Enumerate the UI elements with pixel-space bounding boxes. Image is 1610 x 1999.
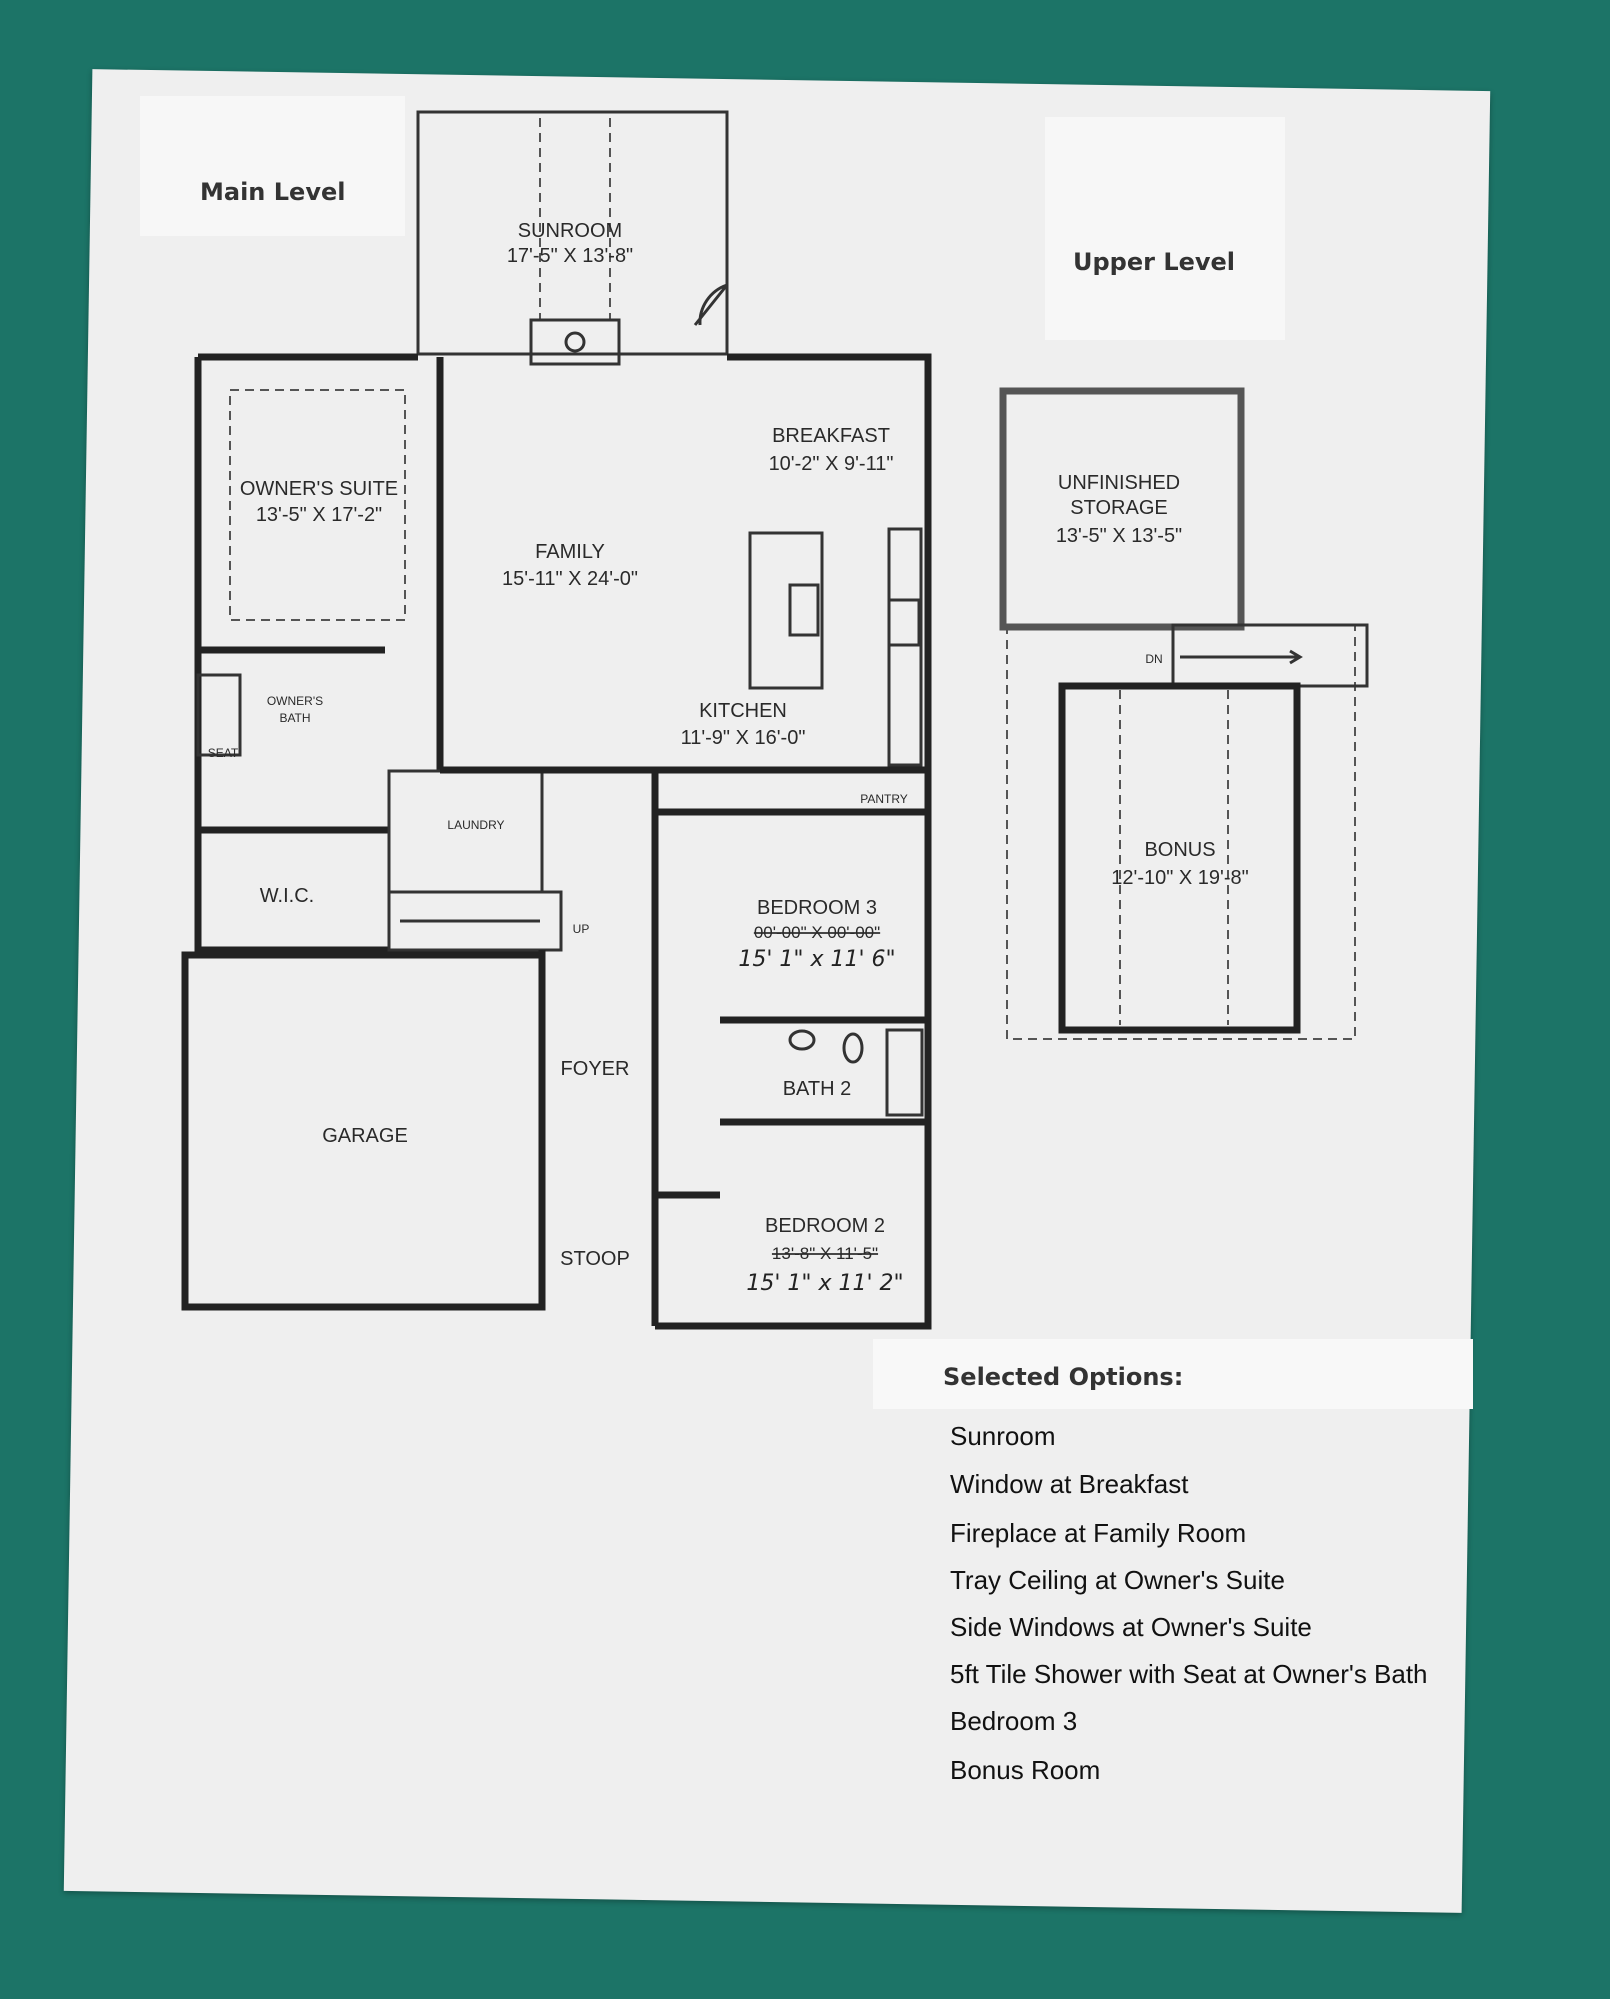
tray-ceiling — [229, 389, 406, 621]
storage-label-2: STORAGE — [1070, 497, 1167, 519]
main-level-walls — [181, 353, 1356, 1330]
option-item: Bonus Room — [950, 1755, 1100, 1785]
option-item: Tray Ceiling at Owner's Suite — [950, 1565, 1285, 1595]
kitchen-dims: 11'-9" X 16'-0" — [681, 727, 806, 749]
upper-level-label: Upper Level — [1073, 248, 1235, 276]
garage-label: GARAGE — [322, 1125, 408, 1147]
sunroom-dims: 17'-5" X 13'-8" — [507, 245, 633, 267]
family-label: FAMILY — [535, 541, 605, 563]
bathtub — [885, 1028, 924, 1117]
option-item: 5ft Tile Shower with Seat at Owner's Bat… — [950, 1659, 1428, 1689]
shower — [196, 673, 242, 757]
storage-label-1: UNFINISHED — [1058, 472, 1180, 494]
wic-label: W.I.C. — [260, 885, 314, 907]
stoop-label: STOOP — [560, 1248, 630, 1270]
kitchen-island — [748, 531, 824, 690]
breakfast-dims: 10'-2" X 9'-11" — [769, 453, 894, 475]
bonus-dims: 12'-10" X 19'-8" — [1111, 867, 1248, 889]
door-icon — [693, 283, 729, 326]
seat-label: SEAT — [208, 746, 239, 760]
option-item: Side Windows at Owner's Suite — [950, 1612, 1312, 1642]
bedroom3-struck-dims: 00'-00" X 00'-00" — [754, 923, 880, 942]
breakfast-label: BREAKFAST — [772, 425, 890, 447]
toilet-icon — [842, 1032, 864, 1064]
bath-sink-icon — [788, 1029, 816, 1051]
foyer-label: FOYER — [561, 1058, 630, 1080]
sunroom — [416, 110, 729, 366]
bonus-label: BONUS — [1144, 839, 1215, 861]
upper-level-card — [1045, 117, 1285, 340]
sunroom-label: SUNROOM — [518, 220, 622, 242]
bedroom3-handwritten-dims: 15' 1" x 11' 6" — [738, 947, 895, 972]
owners-bath-label-2: BATH — [279, 711, 310, 725]
storage-dims: 13'-5" X 13'-5" — [1056, 525, 1182, 547]
pantry-label: PANTRY — [860, 792, 908, 806]
option-item: Bedroom 3 — [950, 1706, 1077, 1736]
laundry-label: LAUNDRY — [447, 818, 504, 832]
family-dims: 15'-11" X 24'-0" — [502, 568, 638, 590]
arrow-right-icon — [1180, 649, 1303, 665]
sink-icon — [788, 583, 820, 637]
bedroom2-struck-dims: 13'-8" X 11'-5" — [772, 1244, 878, 1263]
owners-bath-label-1: OWNER'S — [267, 694, 323, 708]
bath2-label: BATH 2 — [783, 1078, 852, 1100]
upper-level-walls — [999, 387, 1369, 1034]
main-level-card — [140, 96, 405, 236]
main-level-label: Main Level — [200, 178, 345, 206]
bedroom3-label: BEDROOM 3 — [757, 897, 877, 919]
fireplace-icon — [529, 318, 621, 366]
kitchen-counter — [887, 527, 923, 767]
option-item: Sunroom — [950, 1421, 1056, 1451]
option-item: Window at Breakfast — [950, 1469, 1189, 1499]
owners-suite-label: OWNER'S SUITE — [240, 478, 398, 500]
stairs — [387, 890, 563, 952]
bedroom2-label: BEDROOM 2 — [765, 1215, 885, 1237]
option-item: Fireplace at Family Room — [950, 1518, 1246, 1548]
cooktop-icon — [887, 598, 921, 647]
kitchen-label: KITCHEN — [699, 700, 787, 722]
dn-label: DN — [1145, 652, 1162, 666]
selected-options-card — [873, 1339, 1473, 1409]
owners-suite-dims: 13'-5" X 17'-2" — [256, 504, 382, 526]
up-label: UP — [573, 922, 590, 936]
bedroom2-handwritten-dims: 15' 1" x 11' 2" — [746, 1271, 903, 1296]
selected-options-title: Selected Options: — [943, 1363, 1183, 1391]
